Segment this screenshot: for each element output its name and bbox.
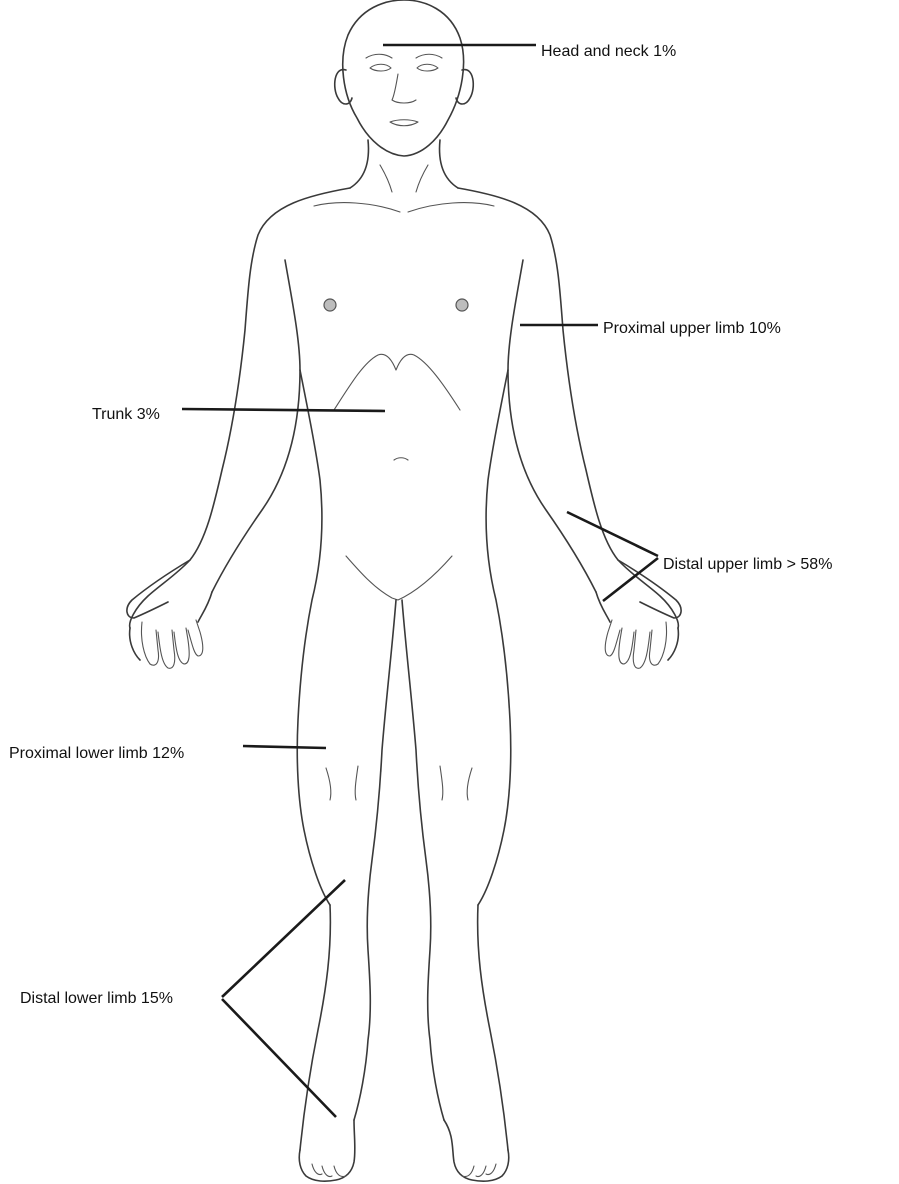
label-proximal-upper-limb: Proximal upper limb 10% bbox=[603, 321, 781, 337]
label-head-neck: Head and neck 1% bbox=[541, 44, 676, 60]
label-distal-upper-limb: Distal upper limb > 58% bbox=[663, 557, 832, 573]
leader-distal-upper-limb-upper bbox=[567, 512, 658, 556]
leader-distal-lower-limb-lower bbox=[222, 999, 336, 1117]
leader-trunk bbox=[182, 409, 385, 411]
label-proximal-lower-limb: Proximal lower limb 12% bbox=[9, 746, 184, 762]
body-outline bbox=[127, 0, 681, 1181]
leader-proximal-lower-limb bbox=[243, 746, 326, 748]
label-trunk: Trunk 3% bbox=[92, 407, 160, 423]
label-distal-lower-limb: Distal lower limb 15% bbox=[20, 991, 173, 1007]
